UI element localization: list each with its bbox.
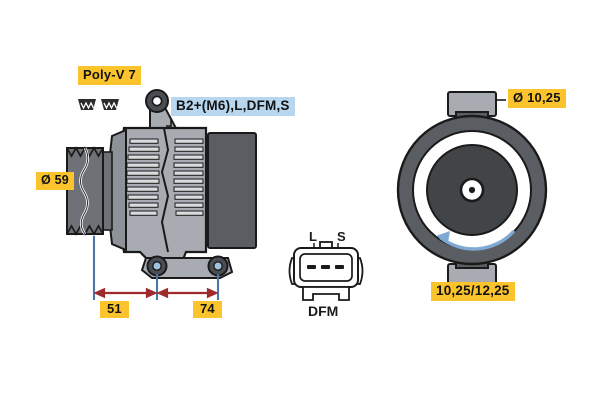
connector-pins: [307, 265, 344, 269]
pulley-section-break-edge: [80, 147, 89, 235]
cooling-fins-left: [126, 138, 160, 216]
connector-label-dfm: DFM: [308, 303, 339, 319]
dfm-connector-group: [288, 241, 364, 301]
terminal-label-leader: [166, 118, 172, 127]
foot-mount-hole-1-inner: [152, 261, 162, 271]
connector-pin-leaders: [313, 243, 339, 249]
rotation-arrow: [436, 230, 515, 251]
label-mount-bolt-spec: 10,25/12,25: [431, 282, 515, 302]
bearing-flange: [102, 151, 113, 231]
label-dim-51: 51: [100, 301, 129, 318]
connector-pin-label-s: S: [337, 229, 346, 244]
rear-cover: [207, 132, 257, 249]
label-pulley-type: Poly-V 7: [78, 66, 141, 85]
label-mount-hole-diameter: Ø 10,25: [508, 89, 566, 108]
connector-pin-3: [335, 265, 344, 269]
label-dim-74: 74: [193, 301, 222, 318]
top-eye-mount-ring-inner: [151, 95, 163, 107]
connector-skirt: [302, 286, 350, 301]
end-view-group: [396, 91, 548, 289]
connector-pin-2: [321, 265, 330, 269]
connector-pin-label-l: L: [309, 229, 317, 244]
poly-v-belt-icon: [78, 99, 119, 110]
label-pulley-diameter: Ø 59: [36, 172, 74, 191]
label-terminals: B2+(M6),L,DFM,S: [171, 97, 295, 117]
foot-mount-hole-2-inner: [213, 261, 223, 271]
dimension-extension-lines: [92, 236, 220, 300]
side-view-group: [66, 89, 257, 300]
connector-pin-1: [307, 265, 316, 269]
cooling-fins-right: [173, 138, 204, 216]
shaft-center-dot: [468, 186, 476, 194]
pulley-body: [66, 147, 104, 235]
housing-parting-rib: [160, 127, 170, 253]
dimension-arrows: [93, 287, 219, 299]
